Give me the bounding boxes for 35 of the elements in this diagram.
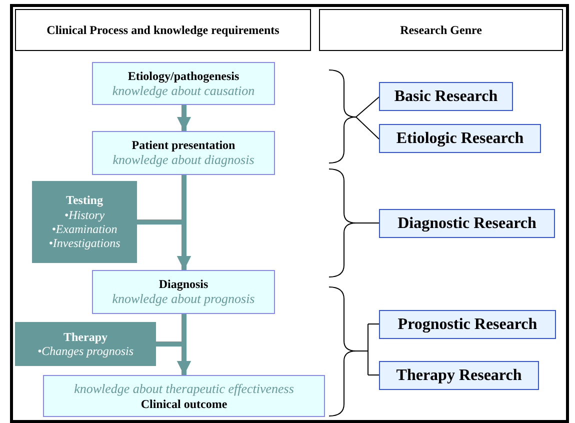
heading-text: Etiologic Research (396, 128, 524, 148)
heading-text: Prognostic Research (398, 314, 538, 334)
heading-text: Therapy (63, 330, 108, 344)
subtitle-text: knowledge about diagnosis (112, 152, 254, 168)
research-box (379, 209, 555, 238)
heading-text: Diagnosis (158, 277, 208, 292)
research-box (379, 124, 541, 153)
header-box (15, 9, 311, 51)
heading-text: Clinical Process and knowledge requirements (46, 22, 280, 38)
heading-text: Research Genre (400, 22, 482, 38)
research-box (379, 310, 556, 339)
process-box (92, 270, 275, 314)
input-box (32, 181, 137, 263)
subtitle-text: knowledge about causation (112, 82, 255, 98)
subtitle-text: knowledge about prognosis (112, 291, 255, 307)
list-item: •Examination (52, 222, 118, 236)
subtitle-text: knowledge about therapeutic effectiveness (74, 381, 294, 397)
research-box (379, 82, 513, 111)
heading-text: Clinical outcome (140, 396, 228, 411)
list-item: •Investigations (48, 236, 120, 251)
heading-text: Basic Research (394, 86, 498, 106)
process-box (43, 375, 325, 417)
list-item: •History (64, 208, 105, 222)
heading-text: Therapy Research (396, 366, 522, 386)
heading-text: Diagnostic Research (398, 214, 536, 234)
input-box (15, 322, 156, 366)
header-box (319, 9, 563, 51)
process-box (92, 131, 275, 175)
arrow (177, 105, 191, 131)
process-box (92, 62, 275, 105)
heading-text: Etiology/pathogenesis (128, 68, 240, 83)
research-box (379, 361, 539, 390)
list-item: •Changes prognosis (37, 344, 134, 358)
heading-text: Testing (66, 193, 103, 208)
heading-text: Patient presentation (132, 138, 236, 152)
